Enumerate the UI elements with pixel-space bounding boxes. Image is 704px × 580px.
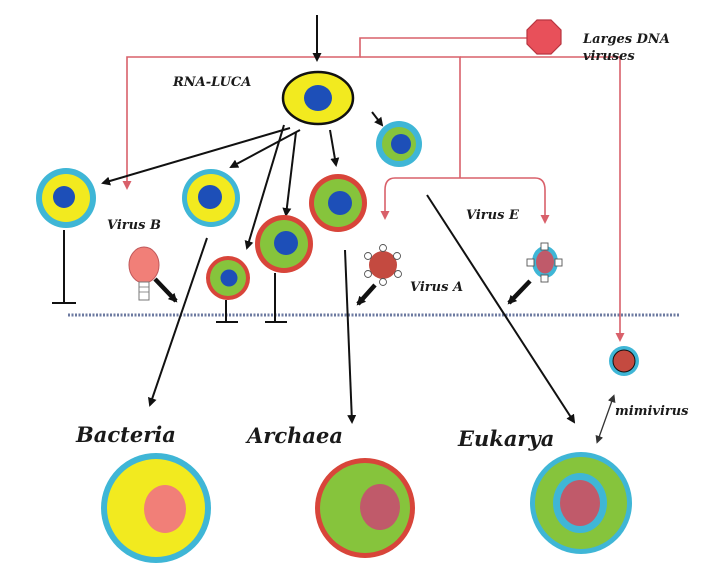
eukarya-label: Eukarya [457,426,554,451]
virus-e-icon [527,243,562,282]
virus-e-label: Virus E [466,208,520,223]
large-dna-virus-icon [527,20,561,54]
virus-b-label: Virus B [107,218,161,233]
extinct-lineage-cell-small [206,256,250,322]
virus-b-icon [129,247,159,300]
archaea-cell [315,458,415,558]
mimivirus-label: mimivirus [615,404,689,419]
mimivirus-eukarya-link [598,398,613,440]
early-eukaryote-cell [376,121,422,167]
virus-a-icon [365,245,402,286]
bacteria-cell [101,453,211,563]
large-dna-viruses-label-line2: viruses [583,49,635,64]
virus-a-label: Virus A [410,280,463,295]
mimivirus-icon [609,346,639,376]
eukarya-cell [530,452,632,554]
bacteria-label: Bacteria [75,422,176,447]
rna-luca-cell [283,72,353,124]
extinct-lineage-cell-middle [255,215,313,322]
archaea-ancestor-cell [309,174,367,232]
large-dna-viruses-label-line1: Larges DNA [582,32,670,47]
archaea-label: Archaea [245,423,343,448]
extinct-lineage-cell-left [36,168,96,303]
rna-luca-label: RNA-LUCA [172,75,251,90]
bacteria-ancestor-cell [182,169,240,227]
